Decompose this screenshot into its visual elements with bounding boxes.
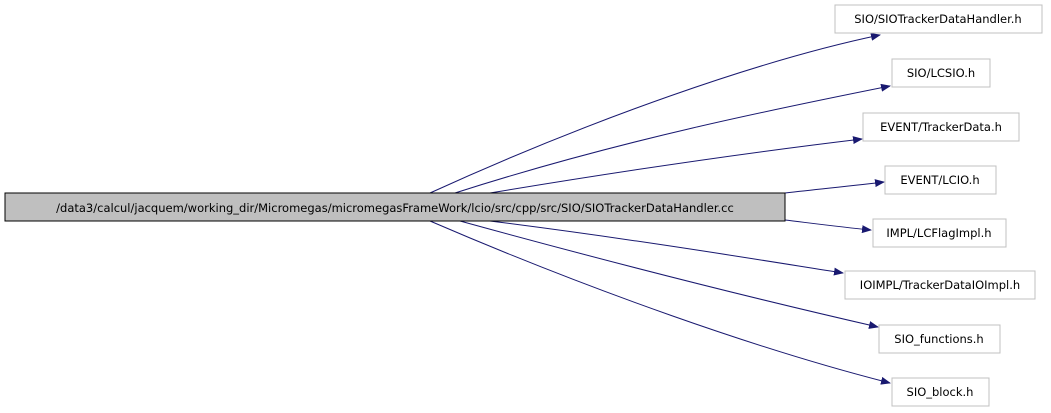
node-box [891,58,991,88]
edges [429,32,891,385]
include-node-sio-block-h[interactable]: SIO_block.h [891,377,990,407]
node-box [884,165,997,195]
node-box [891,377,990,407]
include-node-impl-lcflagimpl-h[interactable]: IMPL/LCFlagImpl.h [872,218,1007,248]
edge-to-event-trackerdata-h [489,136,863,194]
include-node-sio-siotrackerdatahandler-h[interactable]: SIO/SIOTrackerDataHandler.h [834,4,1043,34]
include-node-event-trackerdata-h[interactable]: EVENT/TrackerData.h [862,112,1020,142]
node-label: EVENT/LCIO.h [900,173,979,187]
node-box [862,112,1020,142]
root-node[interactable]: /data3/calcul/jacquem/working_dir/Microm… [4,192,786,222]
node-label: SIO/SIOTrackerDataHandler.h [854,12,1021,26]
edge-to-ioimpl-trackerdataioimpl-h [489,220,844,276]
node-box [878,324,1001,354]
edge-to-sio-block-h [429,220,891,385]
root-node-label: /data3/calcul/jacquem/working_dir/Microm… [56,201,734,215]
node-label: SIO/LCSIO.h [907,66,975,80]
node-box [844,270,1036,300]
node-label: SIO_functions.h [894,332,983,346]
edge-to-sio-siotrackerdatahandler-h [429,32,881,194]
node-label: IOIMPL/TrackerDataIOImpl.h [860,278,1020,292]
node-label: IMPL/LCFlagImpl.h [886,226,991,240]
edge-to-impl-lcflagimpl-h [784,219,872,234]
include-node-sio-lcsio-h[interactable]: SIO/LCSIO.h [891,58,991,88]
include-node-ioimpl-trackerdataioimpl-h[interactable]: IOIMPL/TrackerDataIOImpl.h [844,270,1036,300]
node-box [872,218,1007,248]
include-node-event-lcio-h[interactable]: EVENT/LCIO.h [884,165,997,195]
include-node-sio-functions-h[interactable]: SIO_functions.h [878,324,1001,354]
root-node-box [4,192,786,222]
edge-to-sio-lcsio-h [454,83,891,194]
node-label: SIO_block.h [907,385,974,399]
edge-to-event-lcio-h [784,179,885,194]
node-box [834,4,1043,34]
node-label: EVENT/TrackerData.h [880,120,1002,134]
edge-to-sio-functions-h [459,220,879,329]
